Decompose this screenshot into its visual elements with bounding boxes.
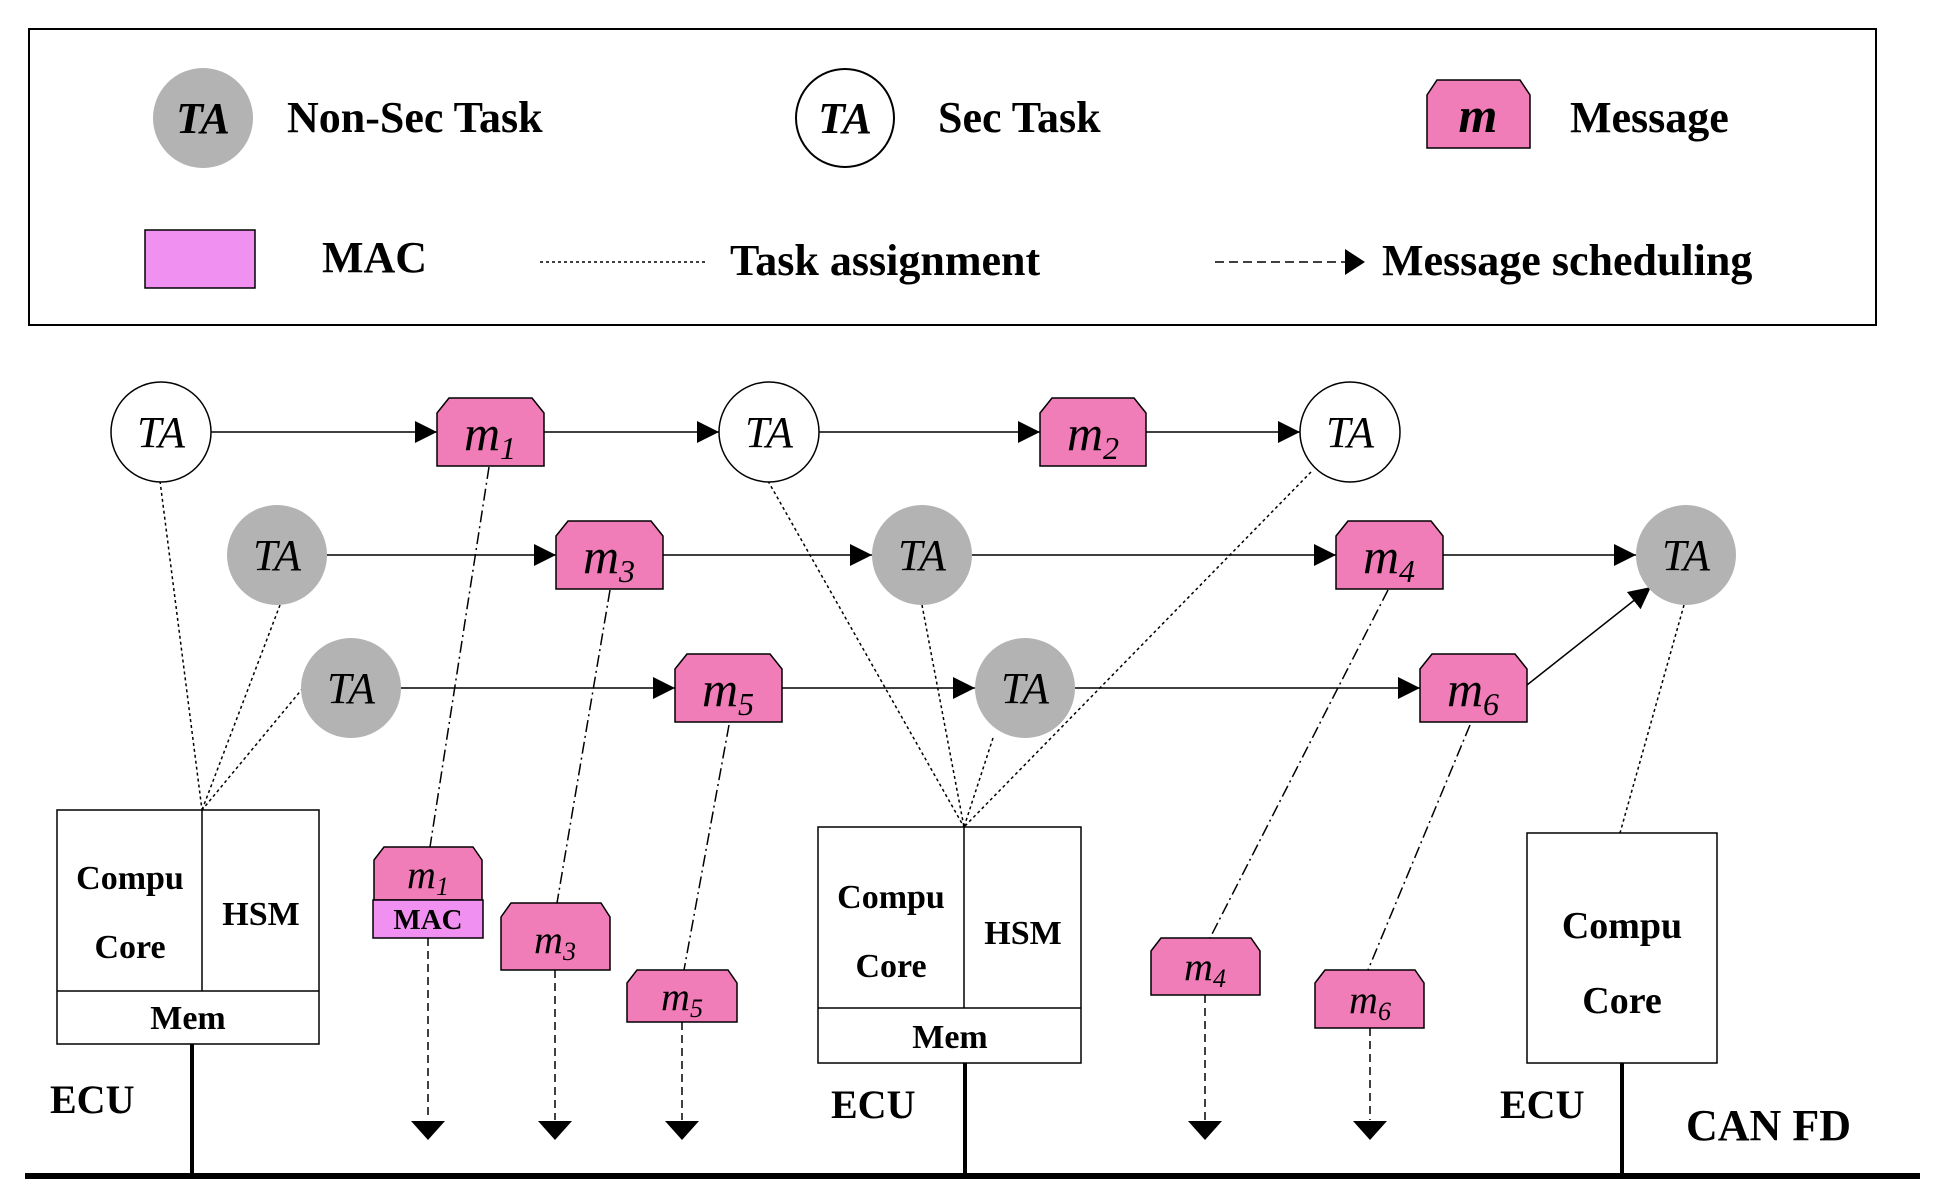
can-fd-label: CAN FD: [1686, 1101, 1851, 1150]
non-sec-task-node: TA: [227, 505, 327, 605]
ecu-2-mem: Mem: [912, 1019, 988, 1056]
frame-m3: m3: [500, 902, 611, 971]
task-assignment-lines: [159, 471, 1685, 834]
ecu-1: Compu Core HSM Mem ECU: [50, 809, 320, 1177]
svg-text:TA: TA: [898, 531, 947, 580]
legend-message-label: Message: [1570, 93, 1729, 142]
message-m4: m4: [1335, 520, 1444, 590]
ecu-1-core-line1: Compu: [76, 860, 184, 897]
frame-m1-with-mac: m1 MAC: [372, 846, 484, 939]
ecu-2-core-line2: Core: [855, 948, 926, 985]
svg-text:m3: m3: [583, 528, 635, 589]
message-m1: m1: [436, 397, 545, 467]
legend-mac-icon: [144, 229, 256, 289]
sec-task-node: TA: [718, 381, 820, 483]
legend-message-symbol: m: [1459, 87, 1498, 143]
ecu-3: Compu Core ECU: [1500, 832, 1718, 1177]
ecu-1-box: [56, 809, 320, 1045]
svg-text:m6: m6: [1349, 977, 1391, 1026]
svg-text:m2: m2: [1067, 405, 1119, 466]
ecu-1-hsm: HSM: [222, 896, 299, 933]
sec-task-node: TA: [110, 381, 212, 483]
svg-text:TA: TA: [1662, 531, 1711, 580]
svg-text:m5: m5: [661, 974, 703, 1023]
message-m3: m3: [555, 520, 664, 590]
non-sec-task-node: TA: [1636, 505, 1736, 605]
task-nodes: TA TA TA TA TA TA TA TA: [110, 381, 1736, 738]
non-sec-task-node: TA: [975, 638, 1075, 738]
sec-task-node: TA: [1299, 381, 1401, 483]
legend: TA Non-Sec Task TA Sec Task m Message MA…: [28, 28, 1877, 326]
svg-text:m1: m1: [464, 405, 516, 466]
frame-m5: m5: [626, 969, 738, 1023]
non-sec-task-node: TA: [872, 505, 972, 605]
svg-text:TA: TA: [1001, 664, 1050, 713]
svg-text:m5: m5: [702, 661, 754, 722]
ecu-2-box: [817, 826, 1082, 1064]
legend-message-scheduling-label: Message scheduling: [1382, 236, 1752, 285]
ecu-3-core-line2: Core: [1582, 980, 1662, 1022]
ecu-1-label: ECU: [50, 1077, 134, 1122]
frame-m6: m6: [1314, 969, 1425, 1029]
svg-text:MAC: MAC: [393, 904, 462, 936]
ecu-3-label: ECU: [1500, 1082, 1584, 1127]
svg-text:TA: TA: [253, 531, 302, 580]
ecu-2-core-line1: Compu: [837, 879, 945, 916]
legend-message-icon: [1426, 79, 1531, 149]
ecu-2-label: ECU: [831, 1082, 915, 1127]
svg-text:m6: m6: [1447, 661, 1499, 722]
ecu-1-core-line2: Core: [94, 929, 165, 966]
non-sec-task-node: TA: [301, 638, 401, 738]
legend-non-sec-task-symbol: TA: [176, 94, 230, 143]
legend-frame: [28, 28, 1877, 326]
ecu-3-core-line1: Compu: [1562, 905, 1682, 947]
legend-non-sec-task-label: Non-Sec Task: [287, 93, 543, 142]
svg-text:m1: m1: [407, 852, 449, 901]
message-scheduling-arrows: [411, 938, 1387, 1140]
message-nodes: m1 m2 m3 m4 m5 m6: [436, 397, 1528, 723]
legend-non-sec-task-icon: [153, 68, 253, 168]
legend-sec-task-icon: [795, 68, 895, 168]
ecu-3-box: [1526, 832, 1718, 1064]
legend-sec-task-symbol: TA: [818, 94, 872, 143]
task-flow-arrows: [211, 421, 1652, 699]
message-frames: m1 MAC m3 m5 m4 m6: [372, 846, 1425, 1029]
svg-text:TA: TA: [327, 664, 376, 713]
ecu-2: Compu Core HSM Mem ECU: [817, 826, 1082, 1177]
legend-message-scheduling-arrowhead: [1345, 249, 1365, 275]
message-route-lines: [429, 466, 1471, 971]
legend-task-assignment-label: Task assignment: [730, 236, 1040, 285]
message-m5: m5: [674, 653, 783, 723]
legend-sec-task-label: Sec Task: [938, 93, 1101, 142]
svg-text:m4: m4: [1184, 944, 1226, 993]
frame-m1-mac: [372, 899, 484, 939]
ecu-1-mem: Mem: [150, 1000, 226, 1037]
ecu-2-hsm: HSM: [984, 915, 1061, 952]
svg-text:m4: m4: [1363, 528, 1415, 589]
legend-mac-label: MAC: [322, 233, 427, 282]
svg-text:TA: TA: [745, 408, 794, 457]
message-m2: m2: [1039, 397, 1147, 467]
frame-m4: m4: [1150, 937, 1261, 996]
svg-text:TA: TA: [1326, 408, 1375, 457]
can-fd-bus: CAN FD: [25, 1101, 1920, 1179]
message-m6: m6: [1419, 653, 1528, 723]
svg-text:TA: TA: [137, 408, 186, 457]
svg-text:m3: m3: [534, 917, 576, 966]
